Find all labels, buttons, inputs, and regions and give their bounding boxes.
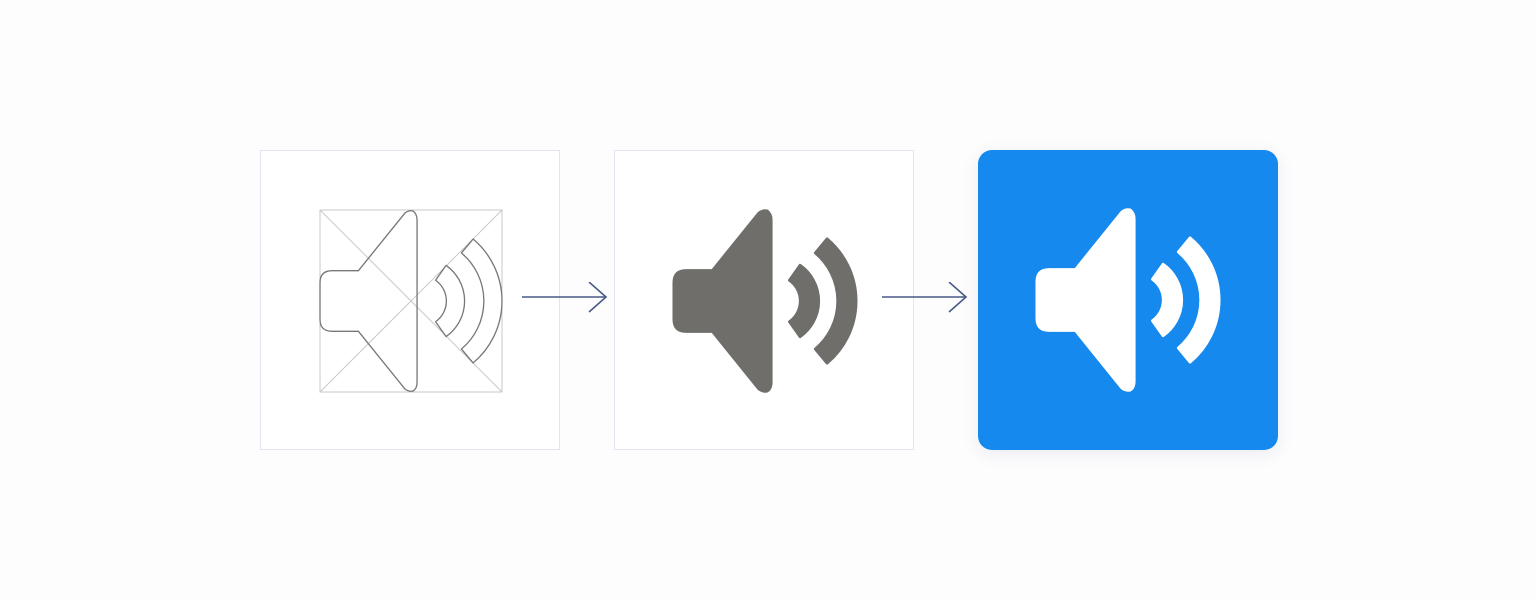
keyline-grid: [319, 209, 503, 393]
arrow-right-icon: [882, 282, 968, 313]
speaker-shape: [319, 210, 418, 392]
arrow-right-icon: [522, 282, 608, 313]
speaker-volume-white-icon: [1035, 208, 1221, 392]
outline-construction-panel: [260, 150, 560, 450]
final-app-icon-tile: [978, 150, 1278, 450]
large-wave: [460, 238, 503, 364]
small-wave: [434, 264, 466, 338]
filled-glyph-panel: [614, 150, 914, 450]
speaker-volume-filled-icon: [672, 209, 858, 393]
speaker-volume-outline-icon: [319, 209, 503, 393]
